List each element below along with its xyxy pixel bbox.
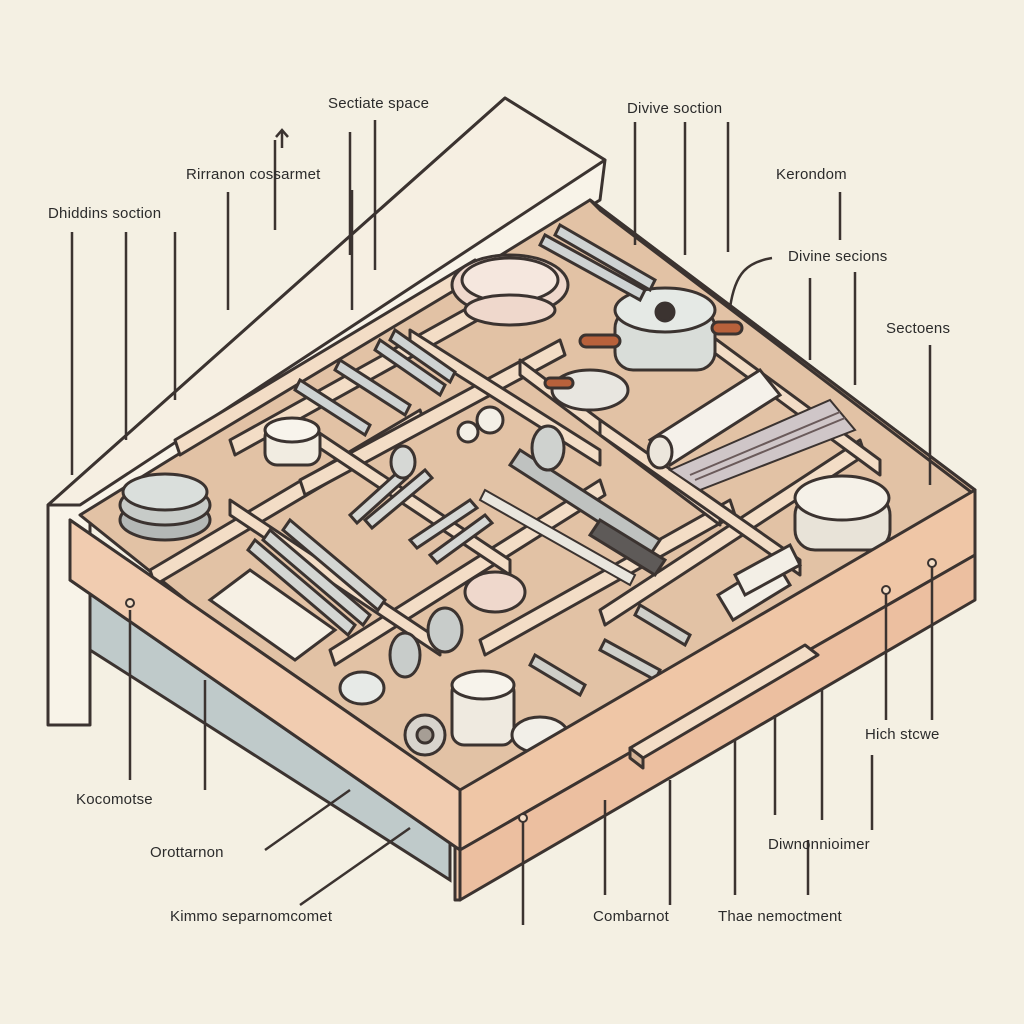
label-dhiddins-soction: Dhiddins soction bbox=[48, 205, 162, 222]
plate-stack-right bbox=[793, 474, 892, 552]
jar bbox=[263, 416, 322, 467]
rolling-pin bbox=[646, 368, 783, 470]
rolled-towels bbox=[715, 542, 802, 623]
label-kimmo-separnomcomet: Kimmo separnomcomet bbox=[170, 908, 333, 925]
spatulas bbox=[507, 424, 668, 578]
tape-rolls bbox=[403, 713, 447, 757]
small-bowl bbox=[338, 670, 386, 706]
label-kocomotse: Kocomotse bbox=[76, 791, 153, 808]
strainer-bowl bbox=[450, 253, 570, 327]
label-sectiate-space: Sectiate space bbox=[328, 95, 430, 112]
egg-cups bbox=[456, 405, 505, 444]
spoons-forks-center bbox=[347, 444, 495, 566]
whisk-utensils bbox=[388, 606, 464, 679]
label-kerondom: Kerondom bbox=[776, 166, 847, 183]
drawer-handle[interactable] bbox=[628, 643, 820, 770]
forks-front-left bbox=[245, 517, 388, 638]
placemat bbox=[667, 398, 857, 492]
label-rirranon-cossarmet: Rirranon cossarmet bbox=[186, 166, 321, 183]
ladle-spoon bbox=[543, 368, 630, 412]
leader-lines bbox=[70, 120, 934, 925]
small-tools bbox=[528, 602, 692, 698]
label-combarnot: Combarnot bbox=[593, 908, 670, 925]
fastener-dots bbox=[125, 558, 937, 823]
baking-dish bbox=[207, 568, 338, 662]
plate-stack-left bbox=[118, 472, 212, 542]
label-orottarnon: Orottarnon bbox=[150, 844, 224, 861]
up-arrow-icon bbox=[275, 128, 289, 148]
label-sectoens: Sectoens bbox=[886, 320, 951, 337]
label-divine-secions: Divine secions bbox=[788, 248, 888, 265]
drawer-front bbox=[68, 488, 977, 902]
label-thae-nemoctment: Thae nemoctment bbox=[718, 908, 842, 925]
chopsticks bbox=[478, 488, 637, 587]
label-hich-stcwe: Hich stcwe bbox=[865, 726, 940, 743]
label-divive-soction: Divive soction bbox=[627, 100, 723, 117]
sieve bbox=[463, 570, 527, 614]
label-diwnonnioimer: Diwnonnioimer bbox=[768, 836, 870, 853]
cutlery-back bbox=[293, 222, 657, 438]
